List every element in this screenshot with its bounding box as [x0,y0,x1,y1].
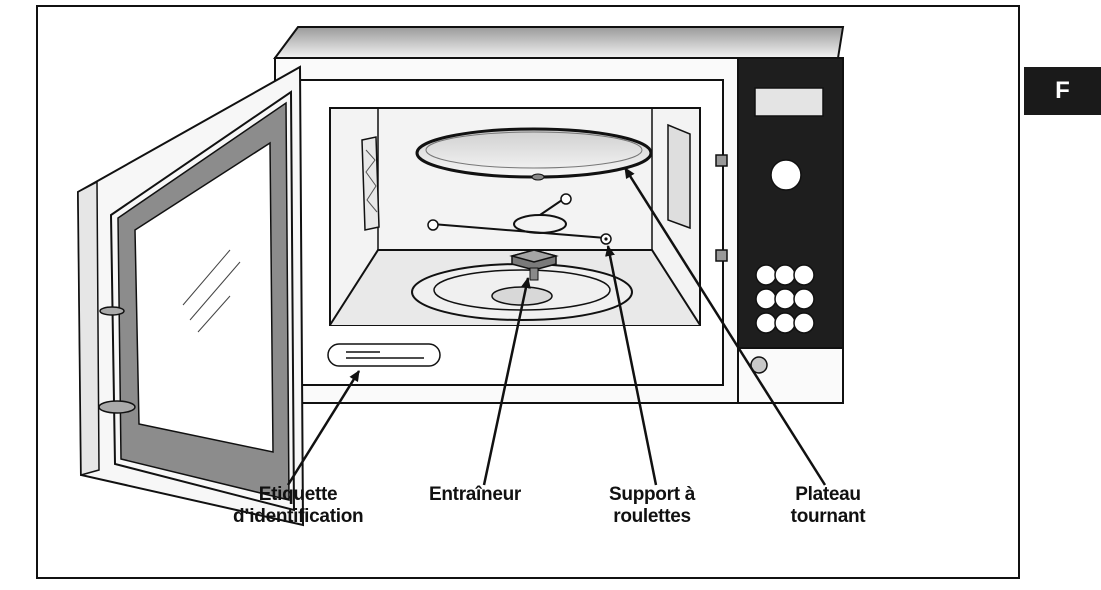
arrow-drive [482,277,531,486]
arrow-identification [286,370,361,486]
label-roller-support: Support à roulettes [609,484,695,527]
outer-border [36,5,1020,579]
label-identification: Etiquette d’identification [233,484,364,527]
arrow-roller [605,245,658,486]
arrow-turntable [623,167,827,486]
label-drive: Entraîneur [428,484,522,505]
turntable-plate [415,127,653,181]
label-turntable: Plateau tournant [790,484,866,527]
roller-support [427,193,612,245]
identification-plate [327,343,441,367]
oven-door [76,65,305,527]
callout-arrows [286,167,827,486]
control-panel [715,57,844,404]
language-tab: F [1024,67,1101,115]
drive-coupler [509,249,559,281]
